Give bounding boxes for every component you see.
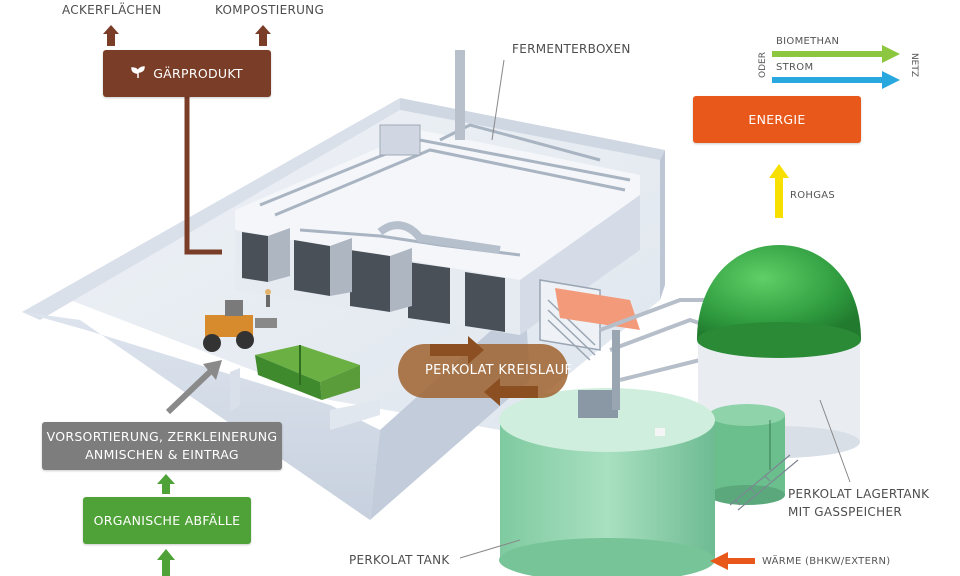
kreislauf-label: PERKOLAT KREISLAUF (425, 363, 573, 378)
strom-label: STROM (776, 62, 814, 73)
eintrag-arrow (165, 360, 222, 415)
ackerflaechen-label: ACKERFLÄCHEN (62, 3, 162, 17)
gaerprodukt-label: GÄRPRODUKT (153, 66, 243, 81)
green-container (255, 345, 360, 400)
tank-stairs (729, 454, 799, 511)
waerme-arrow (710, 552, 755, 570)
waerme-label: WÄRME (BHKW/EXTERN) (762, 556, 891, 567)
small-tank (709, 404, 785, 505)
sprout-icon (131, 65, 145, 83)
lagertank-leader (819, 399, 851, 483)
abfaelle-arrow-top (157, 474, 175, 494)
orange-platform (555, 288, 640, 330)
kompostierung-label: KOMPOSTIERUNG (215, 3, 325, 17)
wheel-loader (203, 300, 277, 352)
abfaelle-arrow-bottom (157, 549, 175, 576)
lagertank-label-line2: MIT GASSPEICHER (788, 505, 902, 519)
vorsortierung-line1: VORSORTIERUNG, ZERKLEINERUNG (46, 429, 278, 444)
kompostierung-arrow (255, 25, 271, 46)
energie-label: ENERGIE (748, 112, 806, 127)
kreislauf-loop (398, 336, 568, 406)
perkolat-tank-label: PERKOLAT TANK (349, 553, 450, 567)
vorsortierung-line2: ANMISCHEN & EINTRAG (85, 447, 239, 462)
gas-storage-dome (697, 245, 861, 358)
fermenter-block-roof (235, 130, 640, 280)
strom-arrow (772, 71, 900, 89)
building-left-wall (22, 98, 400, 320)
building-front-wall (22, 312, 380, 520)
fermenterboxen-label: FERMENTERBOXEN (512, 42, 631, 56)
gaerprodukt-connector (184, 97, 222, 255)
netz-label: NETZ (909, 52, 920, 78)
biomethan-label: BIOMETHAN (776, 36, 840, 47)
organische-abfaelle-box: ORGANISCHE ABFÄLLE (83, 497, 251, 544)
fermenter-doors (242, 232, 505, 332)
vorsortierung-box: VORSORTIERUNG, ZERKLEINERUNG ANMISCHEN &… (42, 422, 282, 470)
rohgas-label: ROHGAS (790, 190, 836, 201)
perkolat-tank-leader (459, 539, 521, 559)
fermenterboxen-leader (491, 59, 505, 141)
oder-label: ODER (757, 52, 768, 78)
percolate-tank (499, 330, 715, 576)
biomethan-arrow (772, 45, 900, 63)
ackerflaechen-arrow (103, 25, 119, 46)
rohgas-arrow (769, 164, 789, 218)
organische-abfaelle-label: ORGANISCHE ABFÄLLE (93, 513, 241, 528)
lagertank-label-line1: PERKOLAT LAGERTANK (788, 487, 930, 501)
gaerprodukt-box: GÄRPRODUKT (103, 50, 271, 97)
energie-box: ENERGIE (693, 96, 861, 143)
